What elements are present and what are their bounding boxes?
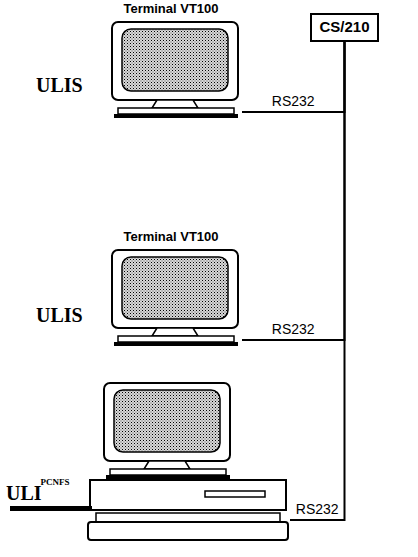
drive-slot [205,491,265,497]
node-text: Terminal VT100 [100,2,242,16]
edge-label: RS232 [295,501,340,517]
device-label: ULIS [36,304,83,327]
node-text: Terminal VT100 [100,230,242,244]
cable [10,506,92,511]
controller-box: CS/210 [310,13,379,42]
serial-line [242,42,345,112]
pc-workstation: ULIPCNFS [4,380,290,546]
node-text: ULI [6,482,42,504]
serial-line [290,42,345,520]
terminal: Terminal VT100 [100,230,242,348]
pc-monitor [104,383,230,479]
device-label: ULIS [36,74,83,97]
edge-label: RS232 [271,321,316,337]
pc-case [90,480,286,510]
serial-line [242,42,345,340]
node-text: CS/210 [319,19,369,36]
printer-body [88,522,288,540]
terminal: Terminal VT100 [100,2,242,120]
superscript-text: PCNFS [41,478,70,488]
terminal-monitor [112,22,238,118]
edge-label: RS232 [271,93,316,109]
terminal-monitor [112,250,238,346]
printer-top [96,513,280,522]
